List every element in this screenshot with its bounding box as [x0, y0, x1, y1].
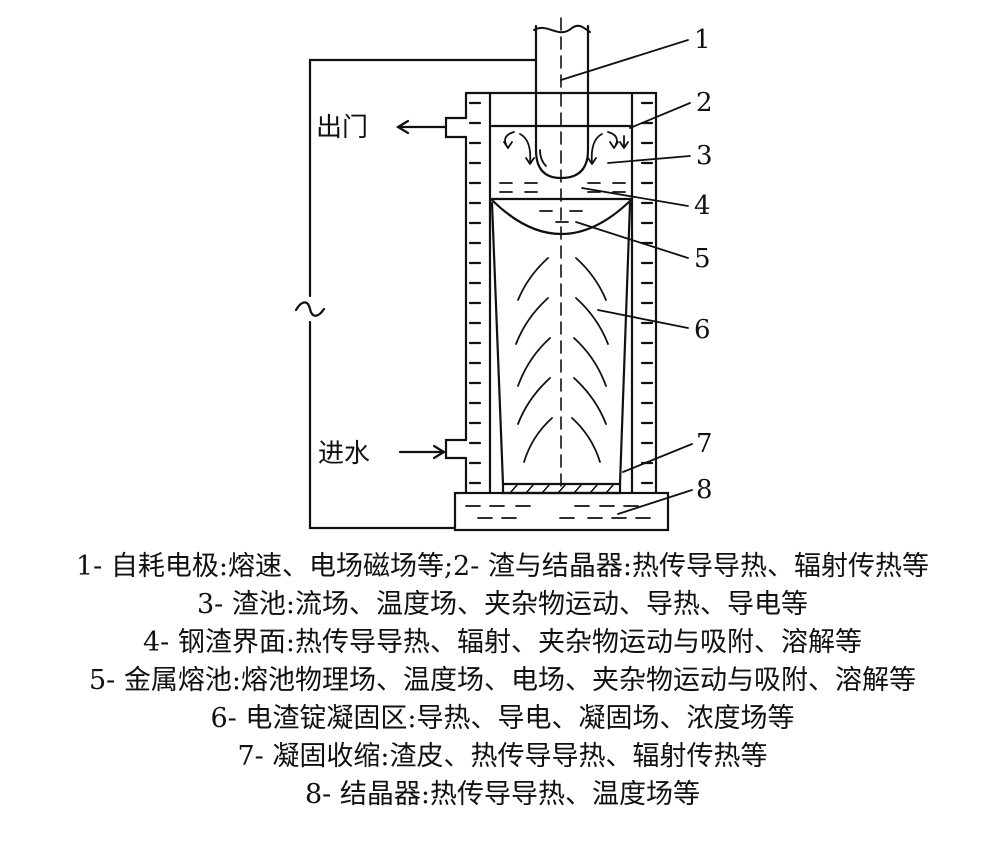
jacket-ticks-right: [640, 101, 654, 485]
baseplate-hatch: [509, 483, 615, 494]
label-8: 8: [696, 475, 713, 505]
crystallizer-inner-wall: [488, 91, 634, 495]
caption-line: 8- 结晶器:热传导导热、温度场等: [305, 779, 700, 810]
label-5: 5: [694, 244, 711, 274]
esr-process-diagram: 1 2 3 4 5 6 7 8 出门 进水: [294, 17, 713, 532]
diagram-caption: 1- 自耗电极:熔速、电场磁场等;2- 渣与结晶器:热传导导热、辐射传热等 3-…: [0, 548, 1005, 814]
caption-line: 7- 凝固收缩:渣皮、热传导导热、辐射传热等: [237, 741, 768, 772]
slag-bath-dashes: [499, 182, 626, 193]
bottom-water-tank: [453, 491, 670, 532]
label-1: 1: [694, 25, 711, 55]
slag-skin-left: [490, 201, 505, 486]
jacket-ticks-left: [468, 101, 482, 485]
label-6: 6: [694, 315, 711, 345]
label-4: 4: [694, 191, 711, 221]
electrode-break-line: [533, 24, 591, 34]
outlet-arrow: [395, 119, 448, 135]
bottom-tank-dashes: [465, 505, 651, 519]
inlet-arrow: [398, 444, 447, 460]
outlet-label: 出门: [316, 113, 368, 143]
caption-line: 6- 电渣锭凝固区:导热、导电、凝固场、浓度场等: [210, 703, 795, 734]
power-circuit-wire: [308, 58, 538, 530]
leader-lines: [560, 39, 693, 515]
label-7: 7: [696, 429, 713, 459]
label-2: 2: [696, 88, 713, 118]
caption-line: 1- 自耗电极:熔速、电场磁场等;2- 渣与结晶器:热传导导热、辐射传热等: [75, 551, 930, 582]
outlet-pipe: [444, 116, 468, 139]
inlet-pipe: [444, 438, 468, 460]
caption-line: 5- 金属熔池:熔池物理场、温度场、电场、夹杂物运动与吸附、溶解等: [89, 665, 916, 696]
caption-line: 4- 钢渣界面:热传导导热、辐射、夹杂物运动与吸附、溶解等: [143, 627, 862, 658]
label-3: 3: [696, 141, 713, 171]
solidification-arcs: [515, 257, 609, 463]
crystallizer-outer-wall: [464, 91, 658, 495]
inlet-label: 进水: [318, 439, 370, 469]
caption-line: 3- 渣池:流场、温度场、夹杂物运动、导热、导电等: [197, 589, 808, 620]
ac-source-symbol: [294, 301, 326, 317]
slag-skin-right: [618, 201, 632, 486]
metal-pool-dashes: [539, 210, 583, 223]
consumable-electrode: [534, 24, 590, 180]
slag-flow-arrows: [503, 131, 629, 167]
